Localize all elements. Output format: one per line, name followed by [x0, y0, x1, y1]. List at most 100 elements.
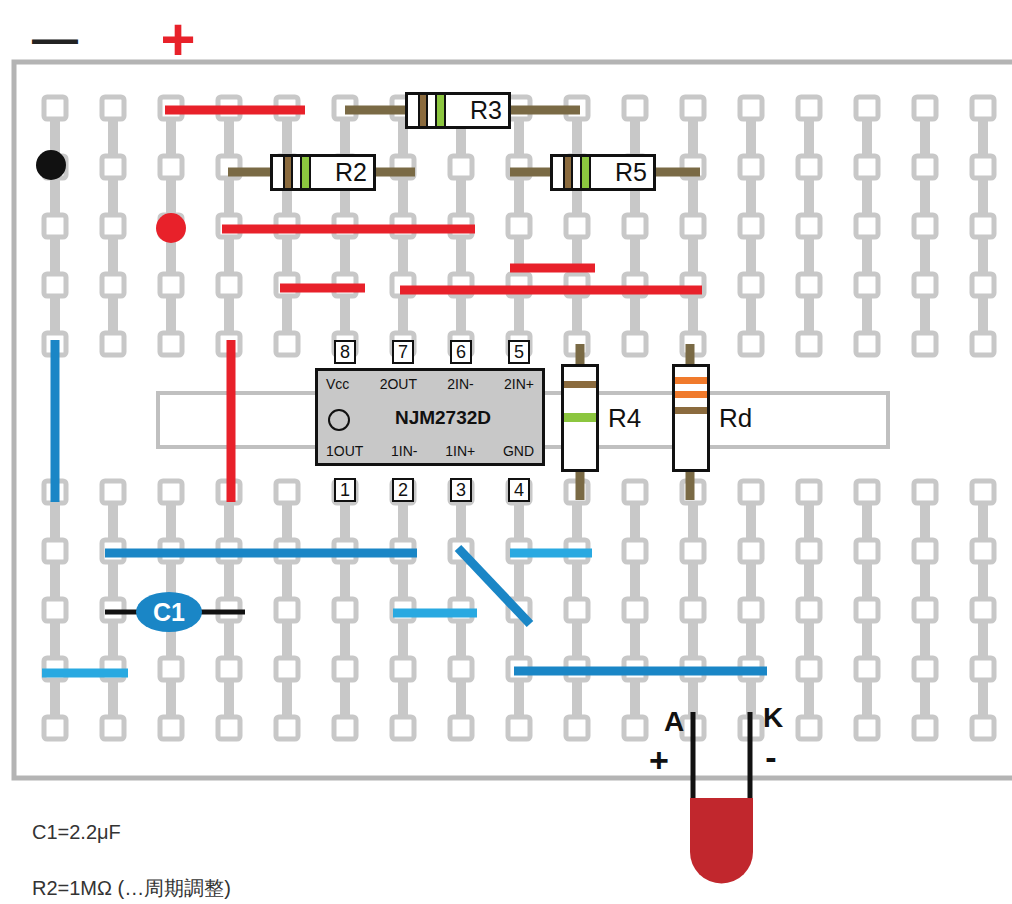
breadboard-hole — [740, 97, 762, 119]
breadboard-hole — [276, 333, 298, 355]
breadboard-hole — [682, 97, 704, 119]
breadboard-hole — [740, 156, 762, 178]
color-band — [564, 381, 596, 388]
breadboard-hole — [102, 333, 124, 355]
breadboard-hole — [334, 717, 356, 739]
hole-grid — [44, 97, 994, 739]
breadboard-hole — [682, 215, 704, 237]
breadboard-hole — [972, 333, 994, 355]
breadboard-hole — [276, 599, 298, 621]
breadboard-hole — [914, 97, 936, 119]
pin-label-row: 1OUT1IN-1IN+GND — [326, 444, 534, 458]
power-marker — [156, 213, 186, 243]
breadboard-hole — [798, 274, 820, 296]
breadboard-hole — [856, 215, 878, 237]
color-band — [675, 391, 707, 398]
breadboard-hole — [798, 333, 820, 355]
color-band — [283, 157, 293, 188]
breadboard-hole — [856, 599, 878, 621]
part-name: R4 — [608, 405, 641, 431]
pin-name: 2IN+ — [504, 377, 534, 391]
breadboard-hole — [972, 658, 994, 680]
breadboard-hole — [798, 97, 820, 119]
color-band — [564, 413, 596, 422]
breadboard-hole — [856, 274, 878, 296]
jumper-wire — [222, 225, 475, 234]
color-band — [675, 377, 707, 384]
breadboard-hole — [682, 540, 704, 562]
breadboard-hole — [102, 274, 124, 296]
breadboard-hole — [450, 717, 472, 739]
breadboard-hole — [972, 540, 994, 562]
resistor-symbol: R4 — [561, 364, 599, 472]
breadboard-hole — [160, 658, 182, 680]
breadboard-hole — [160, 717, 182, 739]
jumper-wire — [510, 264, 595, 273]
breadboard-hole — [624, 97, 646, 119]
breadboard-hole — [972, 599, 994, 621]
breadboard-hole — [392, 658, 414, 680]
breadboard-hole — [856, 333, 878, 355]
component-value: R2=1MΩ (…周期調整) — [32, 878, 231, 898]
jumper-wire — [165, 106, 305, 115]
breadboard-hole — [160, 481, 182, 503]
breadboard-hole — [740, 599, 762, 621]
breadboard-hole — [566, 599, 588, 621]
breadboard-hole — [44, 599, 66, 621]
breadboard-hole — [740, 540, 762, 562]
breadboard-hole — [44, 97, 66, 119]
pin-number: 4 — [508, 478, 530, 502]
breadboard-hole — [102, 97, 124, 119]
breadboard-hole — [798, 540, 820, 562]
breadboard-hole — [44, 717, 66, 739]
part-name: Rd — [719, 405, 752, 431]
part-name: R5 — [615, 160, 647, 185]
led-cathode-leg — [748, 712, 753, 802]
polarity-sign: + — [160, 10, 195, 70]
led-lead-name: K — [763, 704, 783, 732]
breadboard-hole — [276, 658, 298, 680]
breadboard-hole — [914, 658, 936, 680]
pin-name: 2OUT — [380, 377, 417, 391]
ground-marker — [36, 150, 66, 180]
breadboard-hole — [450, 156, 472, 178]
breadboard-hole — [914, 481, 936, 503]
jumper-wire — [227, 340, 236, 502]
breadboard-hole — [798, 481, 820, 503]
led-lead-name: A — [664, 708, 684, 736]
breadboard-hole — [102, 481, 124, 503]
breadboard-hole — [914, 156, 936, 178]
breadboard-hole — [102, 215, 124, 237]
breadboard-hole — [856, 658, 878, 680]
breadboard-hole — [276, 481, 298, 503]
breadboard-hole — [740, 333, 762, 355]
breadboard-hole — [740, 274, 762, 296]
breadboard-hole — [276, 717, 298, 739]
breadboard-hole — [334, 599, 356, 621]
breadboard-hole — [160, 274, 182, 296]
pin-number: 5 — [508, 340, 530, 364]
breadboard-hole — [624, 599, 646, 621]
breadboard-hole — [856, 156, 878, 178]
breadboard-hole — [914, 599, 936, 621]
breadboard-hole — [102, 156, 124, 178]
pin-number: 3 — [450, 478, 472, 502]
breadboard-hole — [972, 156, 994, 178]
breadboard-hole — [334, 658, 356, 680]
breadboard-hole — [798, 215, 820, 237]
polarity-sign: — — [32, 15, 78, 61]
jumper-wire — [280, 284, 365, 293]
breadboard-hole — [392, 717, 414, 739]
color-band — [300, 157, 311, 188]
breadboard-hole — [44, 215, 66, 237]
breadboard-hole — [102, 717, 124, 739]
pin-name: Vcc — [326, 377, 349, 391]
breadboard-hole — [508, 717, 530, 739]
breadboard-hole — [914, 333, 936, 355]
resistor-symbol: R5 — [550, 154, 656, 191]
breadboard-hole — [740, 481, 762, 503]
led-anode-leg — [691, 712, 696, 802]
breadboard-outline — [14, 62, 1012, 778]
pin-name: 2IN- — [447, 377, 473, 391]
